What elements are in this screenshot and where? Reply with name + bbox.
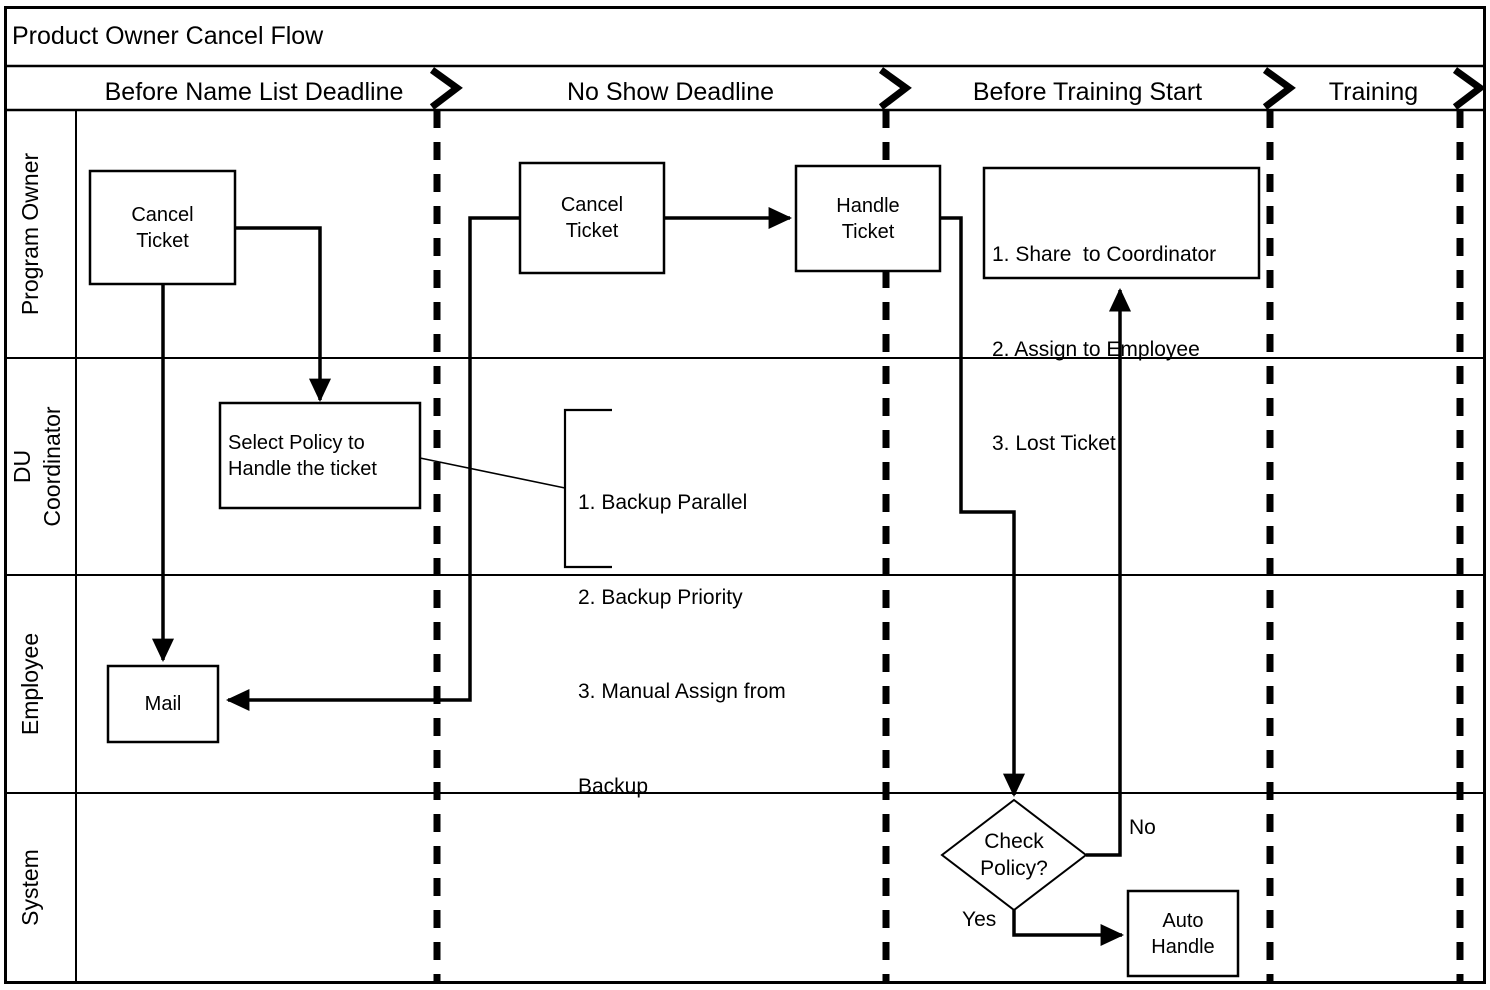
lane-label-du-coordinator: DU Coordinator [9, 406, 65, 527]
note-owner-options-line-2: 2. Assign to Employee [992, 337, 1200, 361]
node-label-select-policy[interactable]: Select Policy to Handle the ticket [228, 431, 377, 480]
phase-chevron-4 [1452, 67, 1486, 110]
node-label-handle-ticket[interactable]: Handle Ticket [836, 194, 900, 243]
node-shape-check-policy[interactable] [940, 798, 1088, 912]
lane-label-system: System [17, 849, 43, 926]
edge-check-policy-yes-to-auto-handle [1012, 910, 1125, 947]
node-shape-select-policy[interactable] [218, 401, 422, 510]
note-policy-options-line-3: 3. Manual Assign from [578, 680, 786, 703]
edge-label-yes: Yes [962, 908, 997, 931]
note-policy-options-line-4: Backup [578, 774, 649, 798]
note-policy-options-line-2: 2. Backup Priority [578, 585, 743, 609]
phase-header-training[interactable]: Training [1328, 78, 1419, 106]
phase-header-band [6, 67, 1486, 112]
lane-label-program-owner: Program Owner [17, 152, 43, 316]
page-title: Product Owner Cancel Flow [12, 22, 324, 50]
node-label-cancel-ticket-2[interactable]: Cancel Ticket [560, 194, 624, 242]
edge-handle-ticket-to-check-policy [940, 216, 1026, 798]
note-shape-owner-options [982, 166, 1261, 280]
note-owner-options-line-3: 3. Lost Ticket [992, 432, 1116, 455]
edge-cancel-ticket-1-to-select-policy [235, 226, 332, 403]
node-label-auto-handle[interactable]: Auto Handle [1151, 909, 1215, 958]
node-label-mail[interactable]: Mail [144, 693, 182, 715]
note-policy-options-line-1: 1. Backup Parallel [578, 491, 748, 514]
node-shape-auto-handle[interactable] [1126, 889, 1240, 978]
node-shape-mail[interactable] [106, 664, 220, 744]
phase-chevron-2 [878, 67, 912, 110]
lane-label-employee: Employee [17, 632, 43, 736]
phase-chevron-1 [429, 67, 463, 110]
edge-check-policy-no-to-owner-options [1086, 287, 1132, 857]
phase-header-before-training-start[interactable]: Before Training Start [972, 78, 1203, 106]
edge-label-no: No [1129, 816, 1156, 839]
note-owner-options: 1. Share to Coordinator 2. Assign to Emp… [992, 176, 1254, 523]
note-owner-options-line-1: 1. Share to Coordinator [992, 243, 1217, 266]
edge-cancel-ticket-2-to-mail [225, 216, 520, 712]
phase-chevron-3 [1262, 67, 1296, 110]
node-shape-handle-ticket[interactable] [794, 164, 942, 273]
node-label-cancel-ticket-1[interactable]: Cancel Ticket [131, 203, 194, 252]
note-shape-policy-options [563, 408, 612, 569]
node-shape-cancel-ticket-2[interactable] [518, 161, 666, 275]
node-label-check-policy[interactable]: Check Policy? [980, 829, 1048, 880]
phase-header-before-name-list-deadline[interactable]: Before Name List Deadline [104, 78, 404, 106]
node-shape-cancel-ticket-1[interactable] [88, 169, 237, 286]
note-policy-options: 1. Backup Parallel 2. Backup Priority 3.… [578, 424, 878, 865]
leader-line-select-policy-note [419, 457, 566, 489]
phase-header-no-show-deadline[interactable]: No Show Deadline [566, 78, 775, 106]
